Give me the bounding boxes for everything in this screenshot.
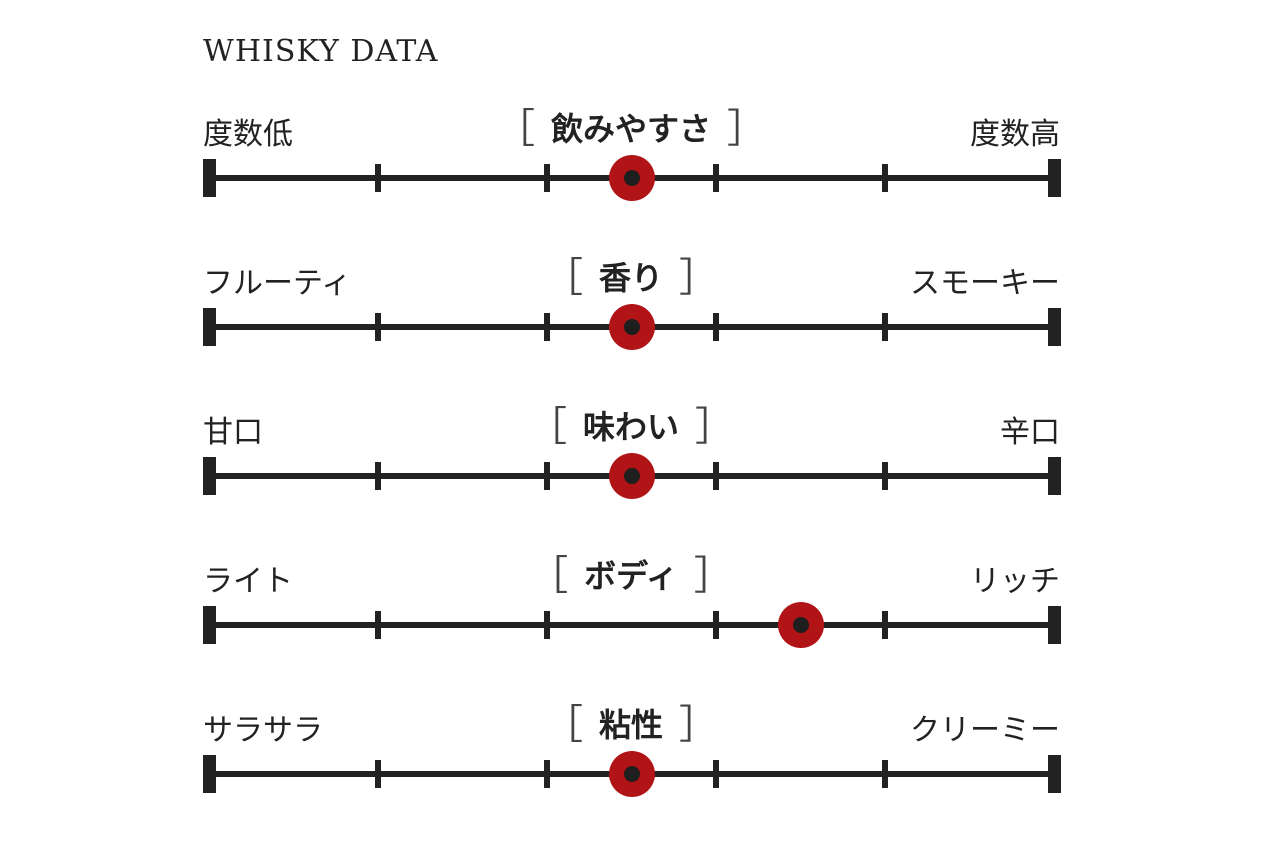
scale-end-cap (1047, 159, 1061, 197)
scale-tick (882, 313, 888, 341)
category-label: ［ 香り ］ (527, 256, 735, 300)
scale-line (209, 622, 1054, 628)
rating-row: 度数低 度数高 ［ 飲みやすさ ］ (0, 107, 1280, 235)
scale-tick (544, 611, 550, 639)
marker-center-dot (623, 468, 640, 484)
value-marker (608, 155, 655, 201)
scale-end-cap (202, 308, 216, 346)
category-name: 香り (598, 259, 664, 297)
category-name: 味わい (582, 408, 680, 446)
scale-tick (544, 313, 550, 341)
scale-end-cap (202, 755, 216, 793)
bracket-close: ］ (727, 106, 768, 152)
right-label: クリーミー (910, 713, 1060, 748)
left-label: フルーティ (203, 266, 352, 301)
marker-center-dot (623, 319, 640, 335)
left-label: サラサラ (203, 713, 323, 748)
scale-tick (375, 760, 381, 788)
category-label: ［ 飲みやすさ ］ (479, 107, 783, 151)
marker-center-dot (623, 170, 640, 186)
scale-tick (713, 462, 719, 490)
bracket-close: ］ (693, 553, 734, 599)
scale-tick (544, 164, 550, 192)
scale-tick (713, 760, 719, 788)
left-label: 甘口 (203, 415, 263, 450)
scale-tick (375, 164, 381, 192)
scale-tick (544, 462, 550, 490)
scale-tick (882, 611, 888, 639)
bracket-open: ［ (528, 553, 569, 599)
scale-tick (882, 164, 888, 192)
bracket-open: ［ (526, 404, 567, 450)
scale-tick (375, 462, 381, 490)
scale-end-cap (1047, 755, 1061, 793)
scale-tick (882, 462, 888, 490)
chart-title: WHISKY DATA (203, 34, 439, 69)
value-marker (608, 751, 655, 797)
category-name: 粘性 (598, 706, 664, 744)
category-label: ［ 味わい ］ (511, 405, 751, 449)
bracket-open: ［ (542, 702, 583, 748)
value-marker (608, 304, 655, 350)
right-label: スモーキー (910, 266, 1060, 301)
rating-row: フルーティ スモーキー ［ 香り ］ (0, 256, 1280, 384)
right-label: 辛口 (1000, 415, 1060, 450)
scale-end-cap (1047, 308, 1061, 346)
bracket-close: ］ (679, 702, 720, 748)
category-name: ボディ (584, 557, 678, 595)
scale-end-cap (202, 606, 216, 644)
scale-end-cap (202, 457, 216, 495)
right-label: リッチ (970, 564, 1060, 599)
value-marker (608, 453, 655, 499)
right-label: 度数高 (970, 117, 1060, 152)
rating-row: ライト リッチ ［ ボディ ］ (0, 554, 1280, 682)
bracket-open: ［ (542, 255, 583, 301)
scale-tick (375, 611, 381, 639)
scale-tick (544, 760, 550, 788)
category-label: ［ ボディ ］ (512, 554, 750, 598)
scale-tick (375, 313, 381, 341)
scale-tick (713, 313, 719, 341)
marker-center-dot (623, 766, 640, 782)
bracket-close: ］ (679, 255, 720, 301)
rating-row: 甘口 辛口 ［ 味わい ］ (0, 405, 1280, 533)
scale-tick (713, 164, 719, 192)
category-label: ［ 粘性 ］ (527, 703, 735, 747)
bracket-close: ］ (695, 404, 736, 450)
scale-end-cap (1047, 457, 1061, 495)
rating-row: サラサラ クリーミー ［ 粘性 ］ (0, 703, 1280, 831)
scale-end-cap (1047, 606, 1061, 644)
value-marker (777, 602, 824, 648)
marker-center-dot (792, 617, 809, 633)
scale-tick (713, 611, 719, 639)
bracket-open: ［ (494, 106, 535, 152)
scale-end-cap (202, 159, 216, 197)
scale-tick (882, 760, 888, 788)
category-name: 飲みやすさ (550, 110, 712, 148)
left-label: ライト (203, 564, 293, 599)
left-label: 度数低 (203, 117, 293, 152)
